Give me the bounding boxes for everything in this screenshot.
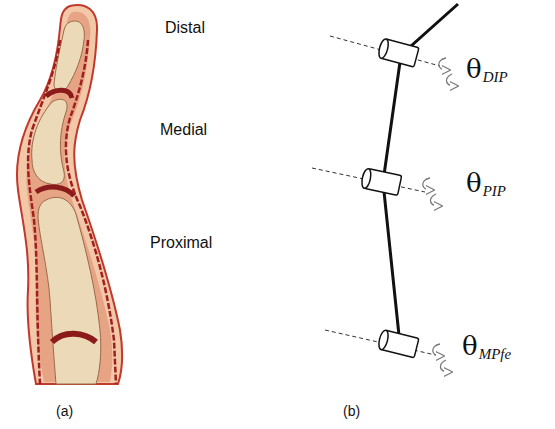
phalanx-label: Proximal (150, 235, 212, 251)
phalanx-label: Distal (165, 20, 205, 36)
joint-angle-symbol: θ (466, 170, 482, 196)
panel-caption: (a) (56, 404, 73, 418)
phalanx-label: Medial (160, 122, 207, 138)
joint-subscript: PIP (483, 184, 506, 199)
panel-caption: (b) (343, 404, 360, 418)
joint-angle-symbol: θ (466, 56, 482, 82)
joint-subscript: MPfe (479, 347, 511, 362)
joint-angle-symbol: θ (462, 333, 478, 359)
joint-subscript: DIP (483, 70, 508, 85)
